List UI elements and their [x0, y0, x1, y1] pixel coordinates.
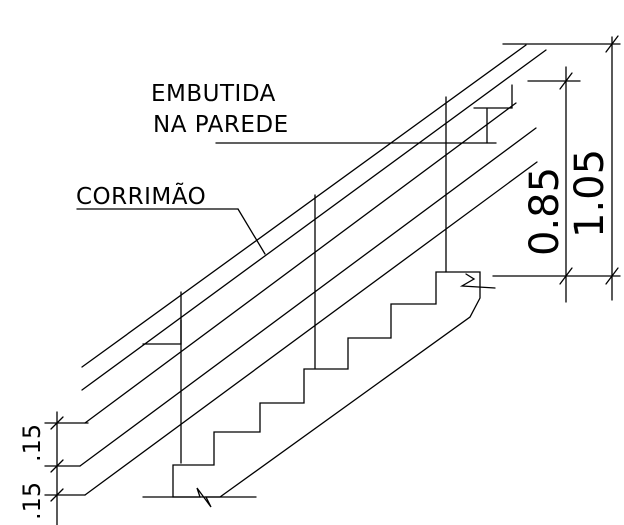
- handrail-line-4: [79, 127, 537, 467]
- handrail-line-3: [84, 102, 517, 424]
- dimension-015-lower: .15: [18, 482, 46, 520]
- dimension-right: [492, 35, 621, 303]
- dimension-105: 1.05: [567, 149, 613, 238]
- dimension-015-upper: .15: [18, 424, 46, 462]
- dimension-left: [44, 411, 89, 525]
- handrail-line-2: [81, 49, 547, 391]
- handrail-line-5: [84, 161, 538, 496]
- handrail-line-1: [81, 44, 527, 368]
- label-leaders: [76, 142, 497, 255]
- label-handrail: CORRIMÃO: [76, 182, 206, 210]
- dimension-085: 0.85: [522, 167, 568, 256]
- label-embedded-line2: NA PAREDE: [153, 112, 289, 138]
- handrail-lines: [79, 44, 547, 496]
- concrete-stair: [172, 271, 481, 498]
- break-symbols: [142, 273, 496, 508]
- label-embedded-line1: EMBUTIDA: [151, 81, 276, 107]
- wall-embed-details: [142, 84, 513, 345]
